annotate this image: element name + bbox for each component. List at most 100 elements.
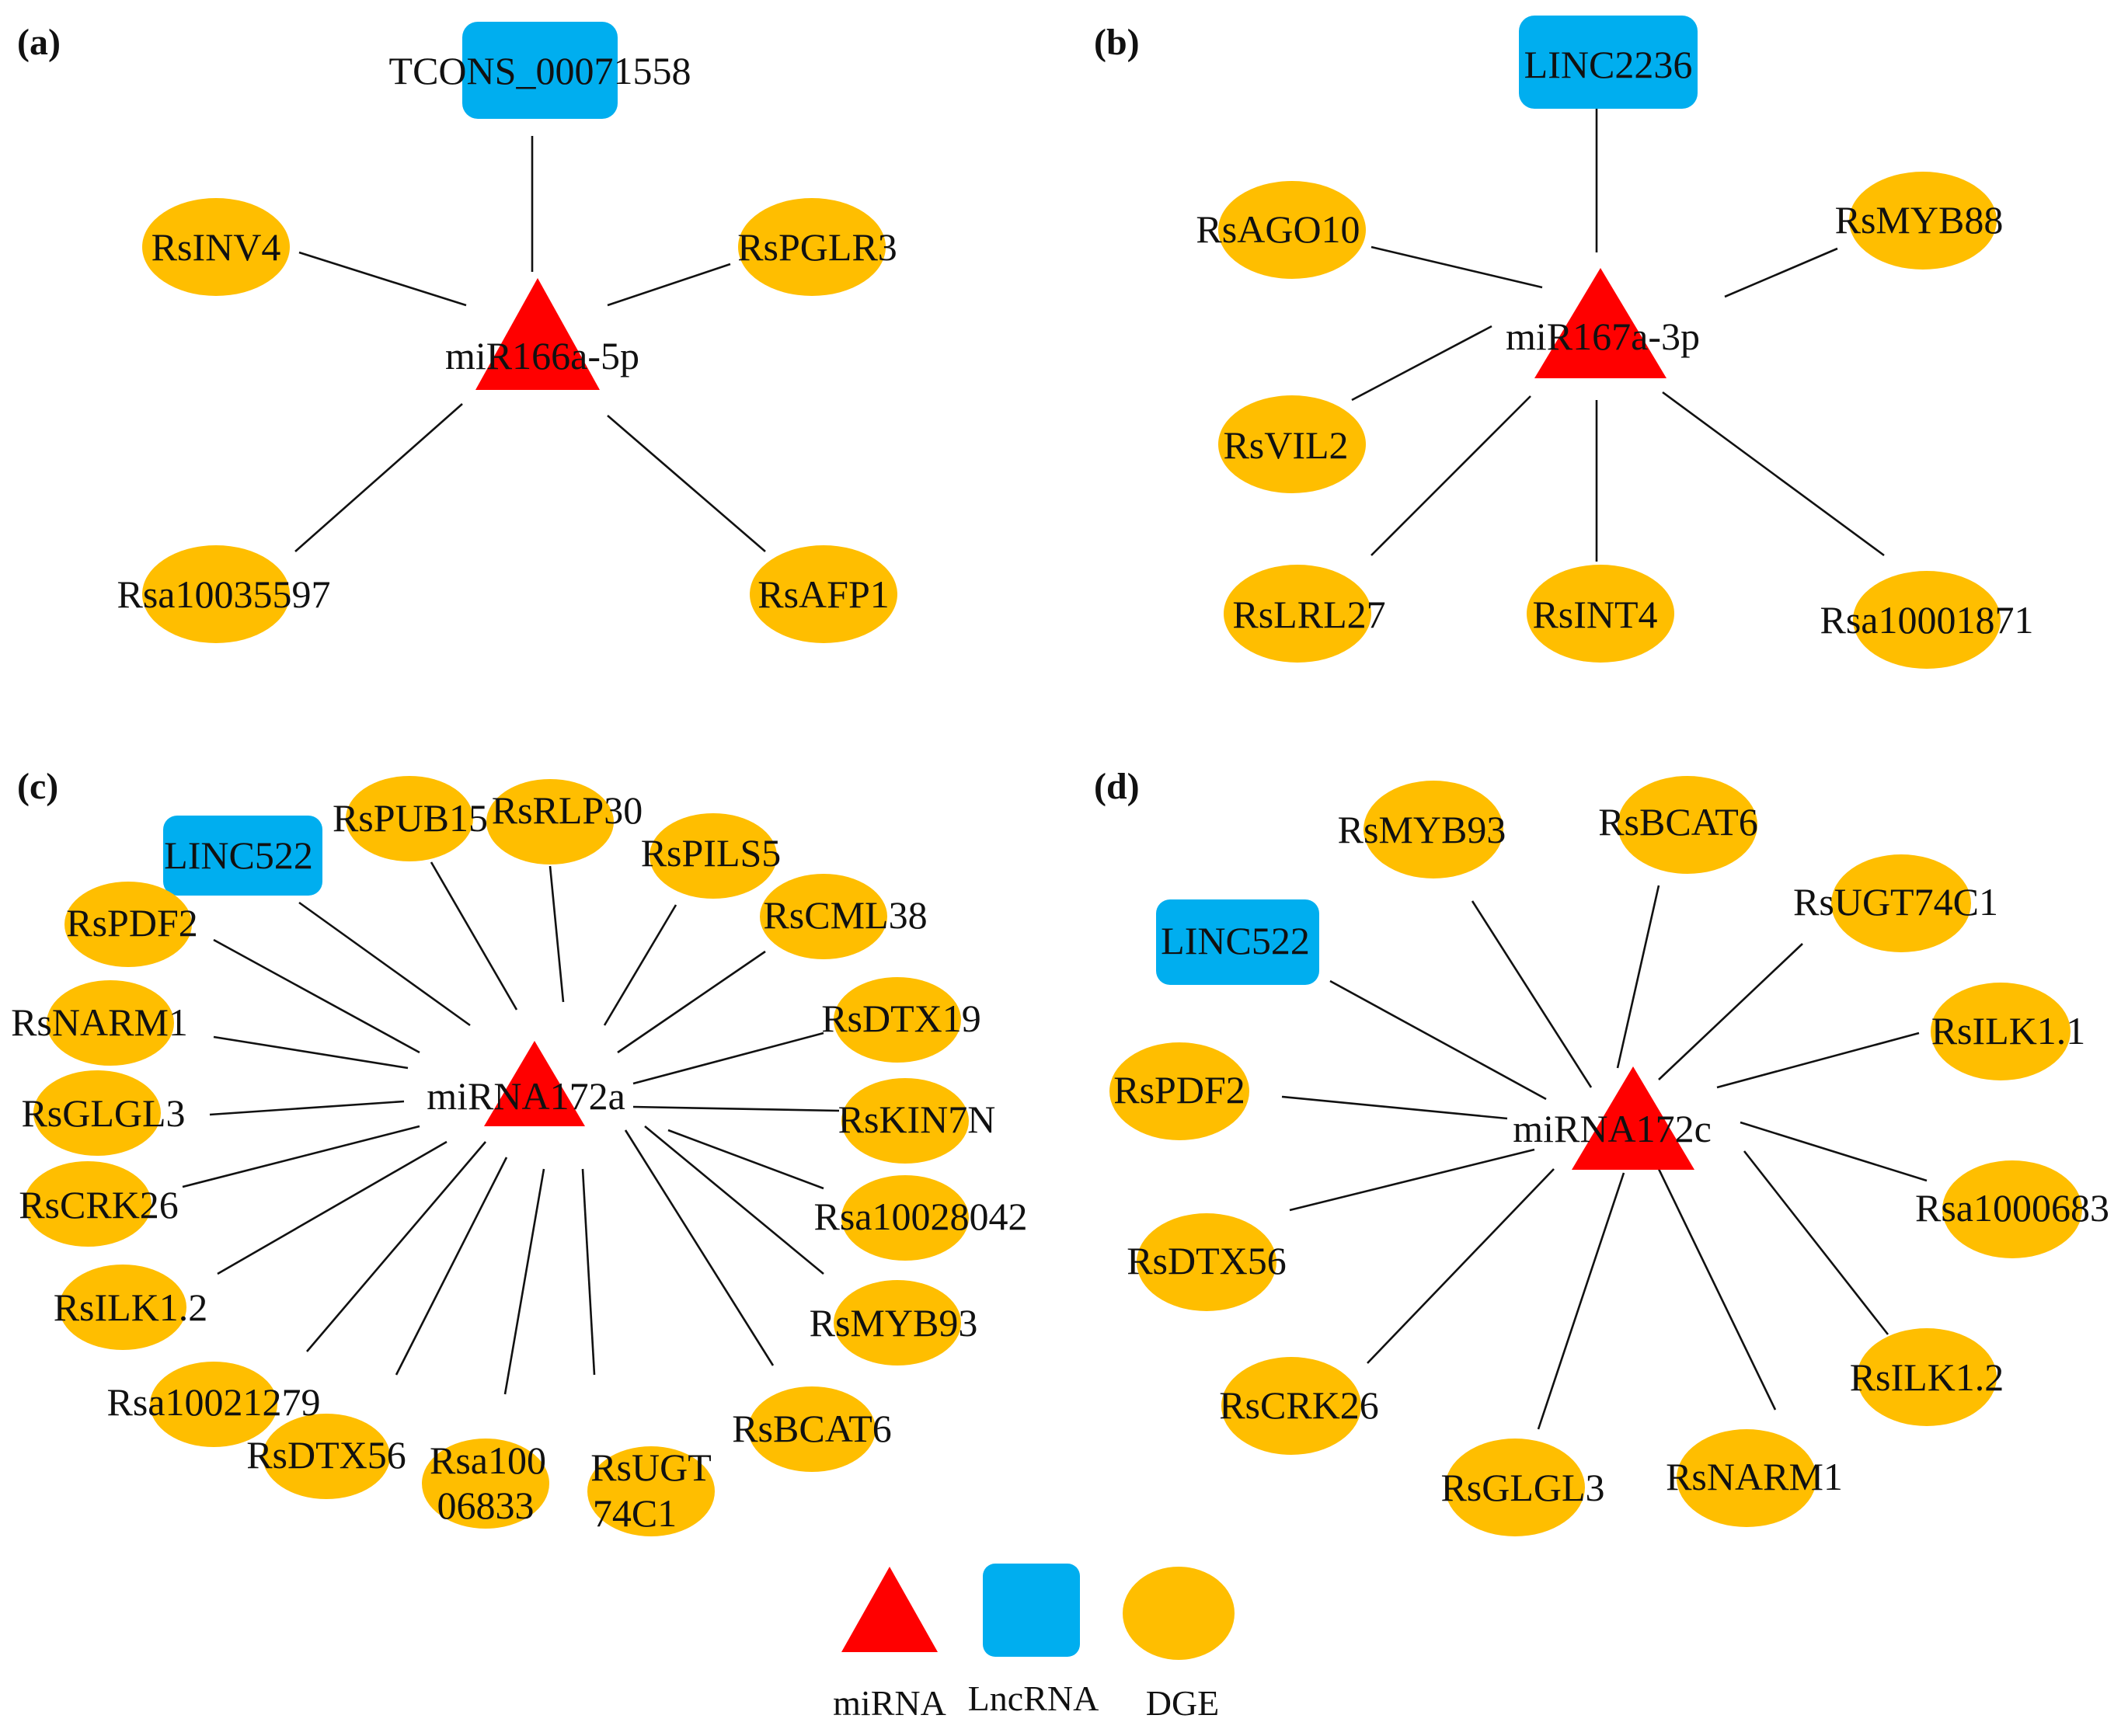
legend: miRNA LncRNA DGE — [833, 1564, 1235, 1723]
dge-node-rsglgl3-d[interactable] — [1445, 1439, 1585, 1536]
panel-d-label: (d) — [1094, 766, 1140, 807]
dge-node-rsnarm1-d[interactable] — [1677, 1429, 1816, 1527]
label-d-glgl3: RsGLGL3 — [1440, 1466, 1604, 1509]
label-c-rlp30: RsRLP30 — [492, 788, 643, 832]
panel-a-label: (a) — [17, 22, 61, 63]
panel-c: (c) — [11, 766, 1028, 1536]
label-d-myb93: RsMYB93 — [1338, 808, 1506, 851]
dge-node-rsilk11[interactable] — [1931, 983, 2071, 1080]
dge-node-rsa10021279[interactable] — [150, 1362, 277, 1447]
dge-node-rsmyb88[interactable] — [1849, 172, 1997, 270]
edge-d-lnc — [1329, 979, 1547, 1101]
dge-node-rsmyb93-d[interactable] — [1364, 781, 1503, 878]
dge-node-rscrk26-d[interactable] — [1221, 1357, 1361, 1455]
panel-c-nodes — [24, 776, 969, 1536]
panel-b-labels: LINC2236 RsAGO10 RsMYB88 RsVIL2 RsLRL27 … — [1196, 43, 2033, 642]
dge-node-rsa10001871[interactable] — [1853, 571, 2001, 669]
label-c-rsa06833-line2: 06833 — [437, 1484, 535, 1527]
label-b-lrl27: RsLRL27 — [1232, 593, 1385, 636]
label-a-lnc: TCONS_00071558 — [389, 49, 691, 92]
dge-node-rsa10006833[interactable] — [422, 1439, 549, 1529]
legend-mirna-label: miRNA — [833, 1683, 946, 1723]
panel-d-nodes — [1109, 776, 2082, 1536]
edge-b-lrl27 — [1370, 395, 1531, 556]
dge-node-rsdtx56-c[interactable] — [263, 1414, 390, 1499]
panel-c-labels: LINC522 RsPUB15 RsRLP30 RsPILS5 RsCML38 … — [11, 788, 1027, 1535]
edge-c-crk26 — [182, 1125, 420, 1188]
label-d-crk26: RsCRK26 — [1219, 1383, 1379, 1427]
edge-c-rsa28042 — [667, 1129, 824, 1190]
legend-item-dge: DGE — [1123, 1567, 1235, 1723]
edge-a-inv4 — [298, 251, 467, 307]
panel-b-edges — [1351, 109, 1885, 562]
edge-d-crk26 — [1367, 1168, 1555, 1364]
dge-node-rskin7n[interactable] — [841, 1078, 969, 1164]
dge-node-rsugt74c1-c[interactable] — [587, 1446, 715, 1536]
mirna-node-mirna172c[interactable] — [1572, 1066, 1694, 1170]
legend-item-lncrna: LncRNA — [968, 1564, 1099, 1718]
mirna-node-mir166a-5p[interactable] — [475, 278, 600, 390]
dge-node-rspub15[interactable] — [346, 776, 473, 861]
dge-node-rsint4[interactable] — [1527, 565, 1674, 663]
edge-d-rsa0683 — [1740, 1121, 1928, 1182]
label-c-dtx56: RsDTX56 — [246, 1433, 406, 1477]
label-d-bcat6: RsBCAT6 — [1598, 800, 1758, 844]
dge-node-rsinv4[interactable] — [142, 198, 290, 296]
dge-node-rsvil2[interactable] — [1218, 395, 1366, 493]
dge-node-rsa10035597[interactable] — [142, 545, 290, 643]
dge-node-rsbcat6-c[interactable] — [748, 1386, 876, 1472]
edge-d-dtx56 — [1289, 1148, 1535, 1212]
edge-d-ilk12 — [1743, 1150, 1889, 1335]
mirna-node-mirna172a[interactable] — [484, 1041, 585, 1126]
dge-node-rsdtx19[interactable] — [834, 977, 961, 1063]
mirna-node-mir167a-3p[interactable] — [1534, 268, 1667, 378]
label-d-narm1: RsNARM1 — [1666, 1455, 1843, 1498]
legend-lncrna-label: LncRNA — [968, 1679, 1099, 1718]
legend-mirna-swatch — [841, 1567, 938, 1652]
lncrna-node-linc2236[interactable] — [1519, 16, 1698, 109]
dge-node-rsilk12-d[interactable] — [1857, 1328, 1997, 1426]
label-d-lnc: LINC522 — [1161, 919, 1310, 962]
panel-a-nodes — [142, 22, 897, 643]
label-c-pdf2: RsPDF2 — [66, 901, 198, 945]
label-c-cml38: RsCML38 — [763, 893, 927, 937]
dge-node-rscml38[interactable] — [760, 874, 887, 959]
edge-d-myb93 — [1471, 900, 1593, 1088]
dge-node-rsglgl3-c[interactable] — [33, 1070, 161, 1156]
label-d-center: miRNA172c — [1513, 1107, 1712, 1150]
lncrna-node-tcons-00071558[interactable] — [462, 22, 618, 119]
dge-node-rscrk26-c[interactable] — [24, 1161, 152, 1247]
dge-node-rsrlp30[interactable] — [486, 779, 614, 865]
label-c-rsa28042: Rsa10028042 — [814, 1195, 1028, 1238]
dge-node-rspdf2-c[interactable] — [64, 882, 192, 967]
dge-node-rspdf2-d[interactable] — [1109, 1042, 1249, 1140]
dge-node-rsnarm1-c[interactable] — [47, 980, 174, 1066]
dge-node-rsbcat6-d[interactable] — [1618, 776, 1757, 874]
dge-node-rslrl27[interactable] — [1224, 565, 1371, 663]
label-a-inv4: RsINV4 — [152, 225, 281, 269]
legend-lncrna-swatch — [983, 1564, 1080, 1657]
lncrna-node-linc522-d[interactable] — [1156, 899, 1319, 985]
label-d-pdf2: RsPDF2 — [1113, 1068, 1245, 1112]
dge-node-rsugt74c1-d[interactable] — [1831, 854, 1971, 952]
label-b-center: miR167a-3p — [1506, 315, 1700, 358]
edge-c-rlp30 — [549, 865, 565, 1003]
dge-node-rsilk12-c[interactable] — [59, 1265, 186, 1350]
dge-node-rspils5[interactable] — [650, 813, 777, 899]
dge-node-rsa10028042[interactable] — [841, 1175, 969, 1261]
edge-c-dtx19 — [632, 1032, 824, 1085]
dge-node-rspglr3[interactable] — [738, 198, 886, 296]
panel-c-label: (c) — [17, 766, 58, 807]
label-c-ilk12: RsILK1.2 — [54, 1285, 208, 1329]
edge-c-pdf2 — [213, 938, 420, 1054]
lncrna-node-linc522-c[interactable] — [163, 816, 322, 896]
dge-node-rsago10[interactable] — [1218, 181, 1366, 279]
dge-node-rsmyb93-c[interactable] — [834, 1280, 961, 1365]
dge-node-rsdtx56-d[interactable] — [1137, 1213, 1276, 1311]
label-a-center: miR166a-5p — [445, 334, 639, 377]
dge-node-rsafp1[interactable] — [750, 545, 897, 643]
edge-a-rsa35597 — [294, 403, 463, 552]
dge-node-rsa1000683[interactable] — [1942, 1160, 2082, 1258]
edge-c-rsa21279 — [306, 1141, 486, 1352]
